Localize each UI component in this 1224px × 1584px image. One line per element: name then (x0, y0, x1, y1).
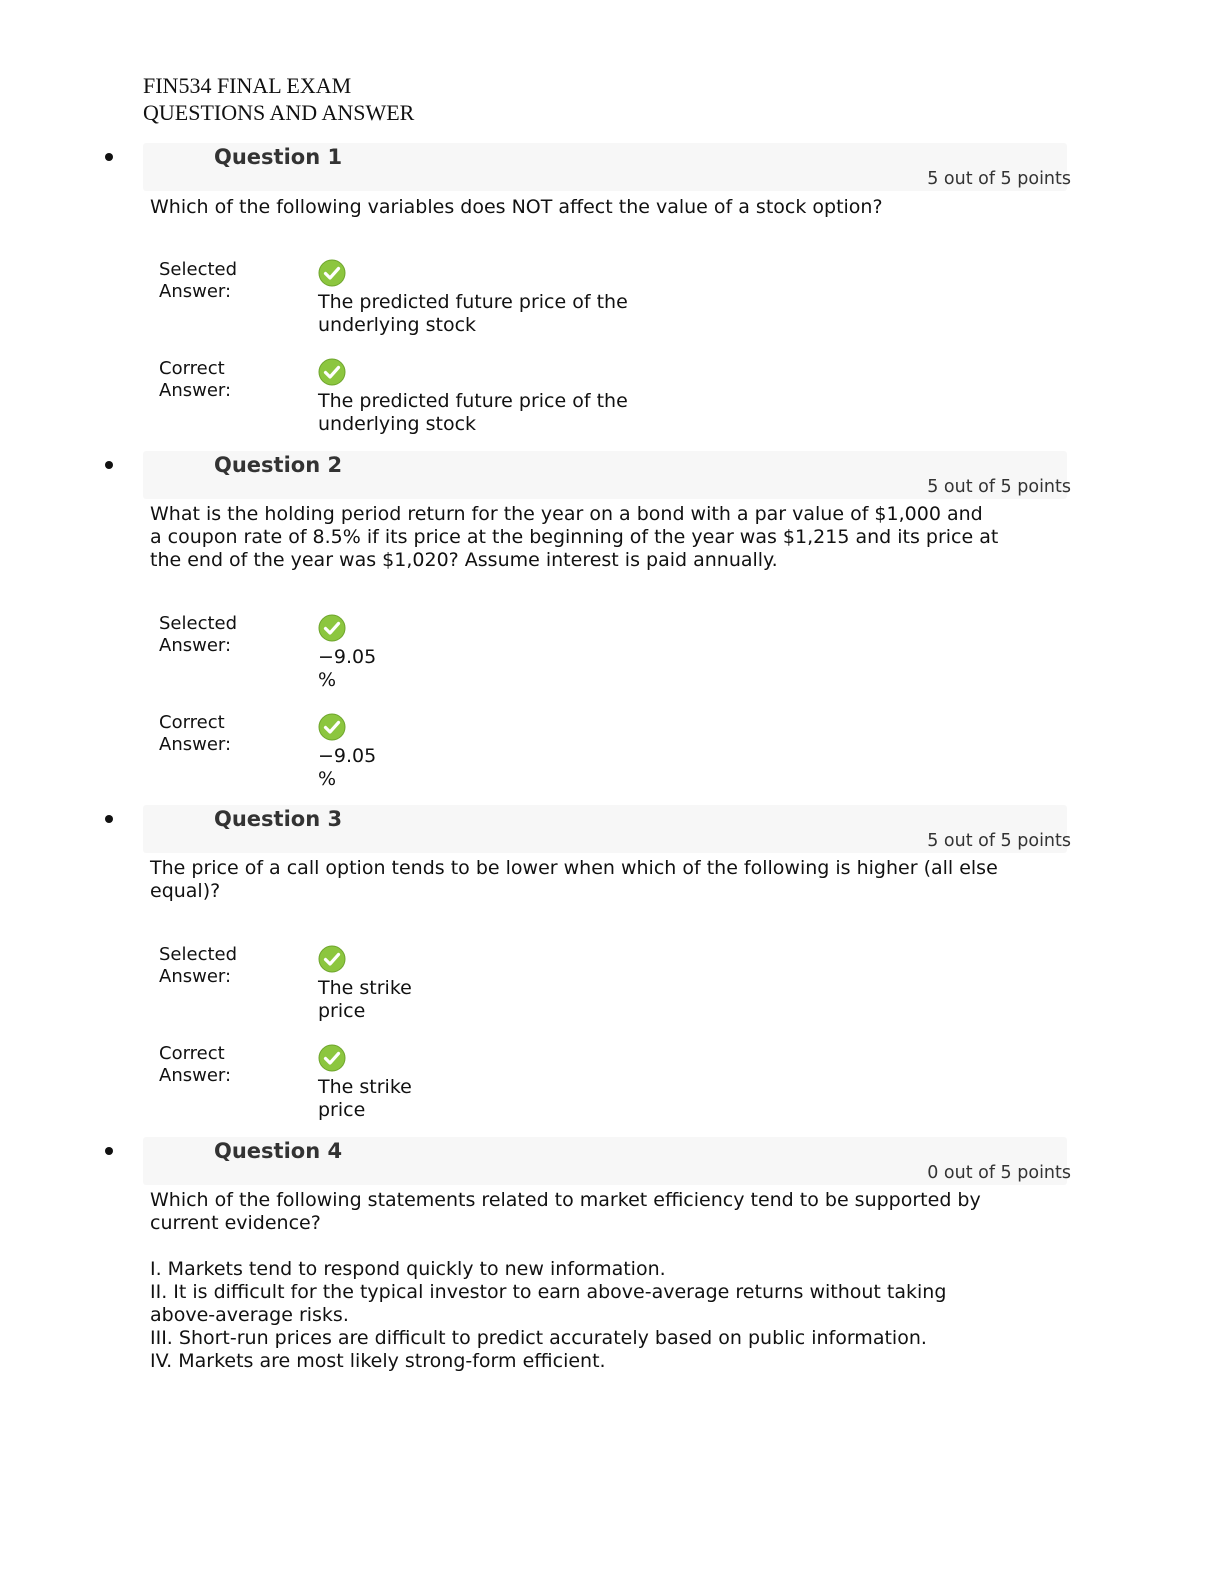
check-circle-icon (318, 713, 346, 741)
question-title: Question 2 (214, 453, 343, 477)
check-circle-icon (318, 614, 346, 642)
check-circle-icon (318, 945, 346, 973)
check-circle-icon (318, 1044, 346, 1072)
correct-answer-text: The strike price (318, 1076, 412, 1122)
question-header (143, 1137, 1067, 1185)
answer-line: underlying stock (318, 413, 477, 435)
label-line: Selected (159, 613, 238, 634)
label-line: Correct (159, 1043, 225, 1064)
question-text-line: Which of the following variables does NO… (150, 196, 883, 218)
check-circle-icon (318, 358, 346, 386)
label-line: Answer: (159, 1065, 232, 1086)
correct-answer-label: Correct Answer: (159, 358, 269, 402)
selected-answer-text: −9.05 % (318, 646, 376, 692)
label-line: Correct (159, 712, 225, 733)
bullet-icon (105, 815, 113, 823)
question-text: Which of the following statements relate… (150, 1189, 1050, 1373)
correct-answer-text: −9.05 % (318, 745, 376, 791)
check-circle-icon (318, 259, 346, 287)
label-line: Answer: (159, 380, 232, 401)
label-line: Answer: (159, 966, 232, 987)
label-line: Selected (159, 259, 238, 280)
selected-answer-label: Selected Answer: (159, 944, 269, 988)
label-line: Answer: (159, 734, 232, 755)
question-points: 5 out of 5 points (927, 831, 1071, 851)
bullet-icon (105, 461, 113, 469)
title-line-1: FIN534 FINAL EXAM (143, 73, 352, 98)
answer-line: price (318, 1000, 366, 1022)
answer-line: % (318, 669, 337, 691)
question-text-line: a coupon rate of 8.5% if its price at th… (150, 526, 999, 548)
answer-line: % (318, 768, 337, 790)
statement-line: IV. Markets are most likely strong-form … (150, 1350, 606, 1372)
question-text-line: equal)? (150, 880, 221, 902)
selected-answer-text: The strike price (318, 977, 412, 1023)
question-text-line: What is the holding period return for th… (150, 503, 983, 525)
question-text-line: The price of a call option tends to be l… (150, 857, 998, 879)
question-text: The price of a call option tends to be l… (150, 857, 1050, 903)
statement-line: II. It is difficult for the typical inve… (150, 1281, 947, 1303)
question-points: 0 out of 5 points (927, 1163, 1071, 1183)
selected-answer-text: The predicted future price of the underl… (318, 291, 628, 337)
question-text-line: Which of the following statements relate… (150, 1189, 981, 1211)
question-title: Question 4 (214, 1139, 343, 1163)
answer-line: price (318, 1099, 366, 1121)
correct-answer-text: The predicted future price of the underl… (318, 390, 628, 436)
statement-line: I. Markets tend to respond quickly to ne… (150, 1258, 666, 1280)
document-title: FIN534 FINAL EXAM QUESTIONS AND ANSWER (143, 72, 414, 126)
paragraph-gap (150, 1235, 1050, 1258)
answer-line: underlying stock (318, 314, 477, 336)
question-text-line: the end of the year was $1,020? Assume i… (150, 549, 778, 571)
question-header (143, 451, 1067, 499)
statement-line: above-average risks. (150, 1304, 349, 1326)
answer-line: The predicted future price of the (318, 291, 628, 313)
question-points: 5 out of 5 points (927, 477, 1071, 497)
question-header (143, 805, 1067, 853)
answer-line: The predicted future price of the (318, 390, 628, 412)
label-line: Answer: (159, 281, 232, 302)
statement-line: III. Short-run prices are difficult to p… (150, 1327, 927, 1349)
selected-answer-label: Selected Answer: (159, 613, 269, 657)
answer-line: The strike (318, 977, 412, 999)
question-header (143, 143, 1067, 191)
question-title: Question 3 (214, 807, 343, 831)
label-line: Answer: (159, 635, 232, 656)
bullet-icon (105, 153, 113, 161)
title-line-2: QUESTIONS AND ANSWER (143, 100, 415, 125)
answer-line: The strike (318, 1076, 412, 1098)
question-text-line: current evidence? (150, 1212, 321, 1234)
correct-answer-label: Correct Answer: (159, 712, 269, 756)
selected-answer-label: Selected Answer: (159, 259, 269, 303)
question-title: Question 1 (214, 145, 343, 169)
correct-answer-label: Correct Answer: (159, 1043, 269, 1087)
answer-line: −9.05 (318, 745, 377, 767)
answer-line: −9.05 (318, 646, 377, 668)
question-points: 5 out of 5 points (927, 169, 1071, 189)
label-line: Correct (159, 358, 225, 379)
bullet-icon (105, 1147, 113, 1155)
label-line: Selected (159, 944, 238, 965)
question-text: Which of the following variables does NO… (150, 196, 1050, 219)
question-text: What is the holding period return for th… (150, 503, 1050, 572)
